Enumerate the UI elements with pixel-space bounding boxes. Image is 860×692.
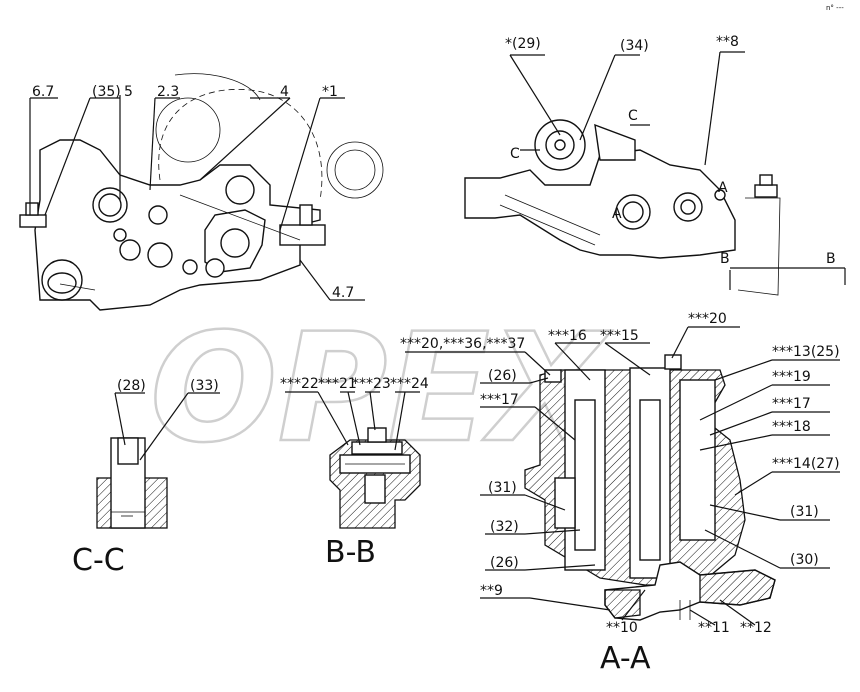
label-4: 4 — [280, 84, 289, 100]
label-20-36-37: ***20,***36,***37 — [400, 336, 525, 352]
label-35: (35) — [92, 84, 121, 100]
label-10: **10 — [606, 620, 638, 636]
section-a-a-drawing — [405, 326, 840, 626]
label-28: (28) — [117, 378, 146, 394]
label-c-right: C — [628, 108, 638, 124]
label-33: (33) — [190, 378, 219, 394]
label-29: *(29) — [505, 36, 541, 52]
pump-assembly-side-view — [464, 51, 846, 296]
label-30: (30) — [790, 552, 819, 568]
section-title-c-c: C-C — [72, 543, 125, 578]
label-12: **12 — [740, 620, 772, 636]
label-8: **8 — [716, 34, 739, 50]
label-21: ***21 — [318, 376, 357, 392]
label-9: **9 — [480, 583, 503, 599]
label-14-27: ***14(27) — [772, 456, 840, 472]
section-title-a-a: A-A — [600, 641, 651, 676]
label-6-7: 6.7 — [32, 84, 54, 100]
label-18: ***18 — [772, 419, 811, 435]
label-2-3: 2.3 — [157, 84, 179, 100]
label-17-left: ***17 — [480, 392, 519, 408]
label-34: (34) — [620, 38, 649, 54]
label-11: **11 — [698, 620, 730, 636]
label-a-right: A — [718, 180, 728, 196]
pump-assembly-front-view — [19, 73, 384, 311]
label-c-left: C — [510, 146, 520, 162]
section-c-c-drawing — [96, 392, 220, 529]
label-23: ***23 — [352, 376, 391, 392]
label-31-left: (31) — [488, 480, 517, 496]
label-17-right: ***17 — [772, 396, 811, 412]
label-5: 5 — [124, 84, 133, 100]
label-b-left: B — [720, 251, 730, 267]
label-15: ***15 — [600, 328, 639, 344]
label-13-25: ***13(25) — [772, 344, 840, 360]
label-26-bottom: (26) — [490, 555, 519, 571]
label-32: (32) — [490, 519, 519, 535]
label-16: ***16 — [548, 328, 587, 344]
section-b-b-drawing — [285, 391, 421, 529]
label-b-right: B — [826, 251, 836, 267]
label-1: *1 — [322, 84, 338, 100]
label-22: ***22 — [280, 376, 319, 392]
corner-mark: n° --- — [826, 4, 844, 12]
label-31-right: (31) — [790, 504, 819, 520]
label-26-top: (26) — [488, 368, 517, 384]
label-a-left: A — [612, 206, 622, 222]
label-20: ***20 — [688, 311, 727, 327]
section-title-b-b: B-B — [325, 535, 376, 570]
label-19: ***19 — [772, 369, 811, 385]
label-4-7: 4.7 — [332, 285, 354, 301]
label-24: ***24 — [390, 376, 429, 392]
